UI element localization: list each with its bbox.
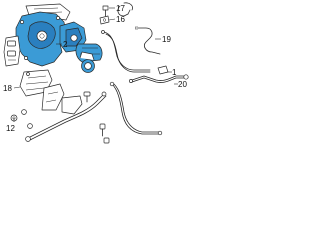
turbocharger-assembly[interactable] — [15, 3, 103, 73]
stud-bolt-17[interactable] — [102, 5, 109, 17]
callout-1: 1 — [172, 68, 177, 77]
banjo-bolt[interactable] — [83, 91, 91, 103]
callout-labels: 17 16 19 2 1 20 18 12 — [3, 4, 187, 133]
callout-12: 12 — [6, 124, 15, 133]
coolant-hose-upper[interactable] — [117, 2, 133, 17]
callout-2: 2 — [63, 40, 68, 49]
callout-18: 18 — [3, 84, 12, 93]
callout-16: 16 — [116, 15, 125, 24]
bolt-group-lower[interactable] — [99, 123, 110, 144]
fitting-1[interactable] — [157, 65, 169, 75]
oil-feed-line[interactable] — [25, 91, 107, 142]
callout-20: 20 — [178, 80, 187, 89]
pipe-20[interactable] — [129, 74, 189, 83]
pipe-19[interactable] — [135, 26, 161, 55]
support-bracket-lower[interactable] — [41, 83, 83, 115]
clip-16[interactable] — [99, 15, 110, 25]
callout-leaders — [13, 7, 178, 122]
callout-19: 19 — [162, 35, 171, 44]
callout-17: 17 — [116, 4, 125, 13]
hose-long[interactable] — [101, 30, 151, 73]
parts-diagram: 17 16 19 2 1 20 18 12 — [3, 2, 189, 144]
manifold-gasket[interactable] — [3, 35, 21, 67]
coolant-line-lower[interactable] — [109, 81, 163, 136]
